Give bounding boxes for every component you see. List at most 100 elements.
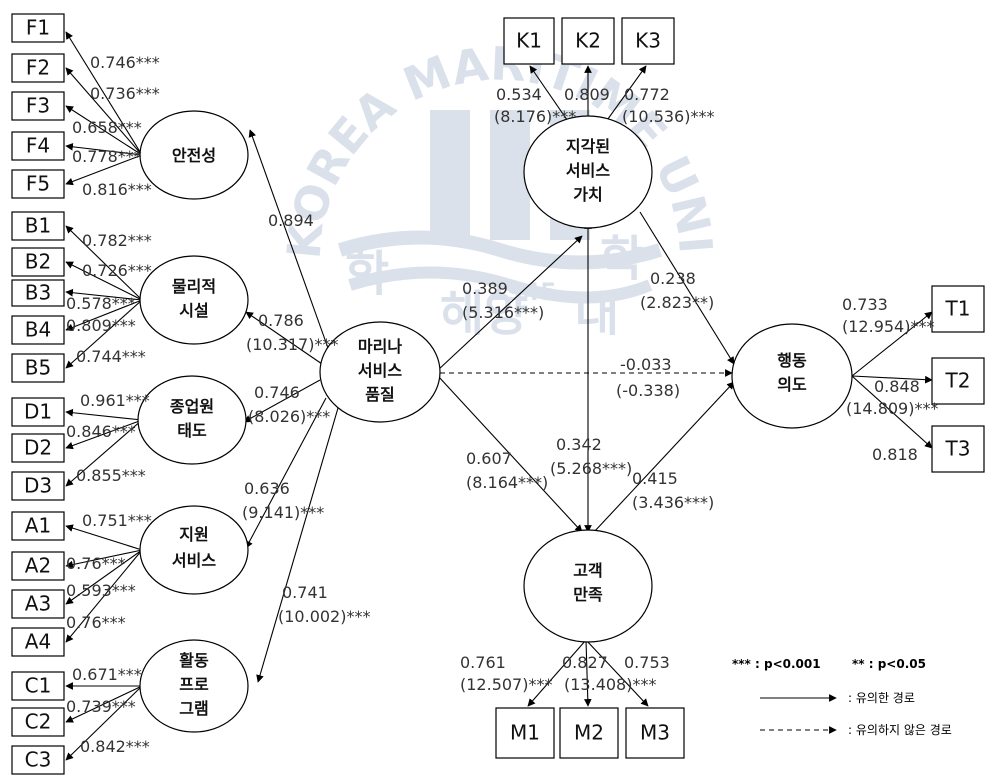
loading-c3: 0.842***	[80, 737, 150, 756]
indicator-f3: F3	[11, 91, 65, 121]
svg-text:마리나: 마리나	[358, 337, 402, 356]
loading-a2: 0.76***	[66, 554, 126, 573]
svg-text:F2: F2	[26, 56, 50, 80]
indicator-c1: C1	[11, 671, 65, 701]
loading-a4: 0.76***	[66, 613, 126, 632]
svg-text:시설: 시설	[179, 301, 208, 320]
path-value-intention-t: (2.823**)	[640, 293, 714, 312]
watermark-hangul-3: 학	[600, 231, 644, 287]
indicator-a3: A3	[11, 589, 65, 619]
construct-activity-program: 활동 프로 그램	[139, 639, 249, 733]
indicator-t1: T1	[931, 285, 985, 333]
svg-text:A2: A2	[25, 554, 51, 578]
loading-d1: 0.961***	[80, 391, 150, 410]
watermark-hangul-4: 해양	[440, 286, 528, 342]
svg-text:지각된: 지각된	[566, 137, 610, 156]
path-satisfaction-t: (8.164***)	[466, 473, 548, 492]
construct-staff-attitude: 종업원 태도	[137, 375, 247, 465]
loading-k3-t: (10.536)***	[622, 107, 714, 126]
svg-text:가치: 가치	[573, 185, 602, 204]
svg-text:물리적: 물리적	[172, 277, 216, 296]
indicator-t2: T2	[931, 357, 985, 405]
construct-physical-facilities: 물리적 시설	[139, 255, 249, 345]
loading-labels: 0.746*** 0.736*** 0.658*** 0.778*** 0.81…	[66, 53, 938, 756]
loading-b3: 0.578***	[66, 294, 136, 313]
svg-text:F3: F3	[26, 94, 50, 118]
svg-text:F5: F5	[26, 172, 50, 196]
loading-k2: 0.809	[564, 85, 610, 104]
path-support-t: (9.141)***	[242, 503, 324, 522]
indicator-c3: C3	[11, 745, 65, 775]
svg-text:만족: 만족	[573, 585, 603, 604]
path-direct-t: (-0.338)	[616, 381, 680, 400]
loading-m1: 0.761	[460, 653, 506, 672]
svg-text:품질: 품질	[365, 385, 394, 404]
indicator-a2: A2	[11, 551, 65, 581]
indicator-f1: F1	[11, 13, 65, 43]
svg-text:서비스: 서비스	[358, 361, 402, 380]
svg-text:A3: A3	[25, 592, 51, 616]
watermark-year: 1945	[490, 278, 557, 306]
svg-text:B2: B2	[25, 250, 51, 274]
watermark-hangul-2: 대	[575, 286, 619, 342]
indicator-k3: K3	[621, 17, 675, 65]
path-support-coef: 0.636	[244, 479, 290, 498]
svg-text:M3: M3	[640, 721, 670, 745]
indicator-f4: F4	[11, 131, 65, 161]
svg-text:C1: C1	[25, 674, 52, 698]
indicator-d1: D1	[11, 397, 65, 427]
indicator-b1: B1	[11, 211, 65, 241]
loading-m1-t: (12.507)***	[460, 675, 552, 694]
legend-significant: : 유의한 경로	[848, 691, 915, 705]
legend-nonsignificant: : 유의하지 않은 경로	[848, 723, 952, 737]
path-value-satisfaction-coef: 0.342	[556, 435, 602, 454]
path-value-coef: 0.389	[462, 279, 508, 298]
construct-customer-satisfaction: 고객 만족	[523, 529, 653, 643]
svg-text:D1: D1	[24, 400, 52, 424]
loading-f3: 0.658***	[72, 118, 142, 137]
svg-text:활동: 활동	[179, 651, 209, 670]
path-activity-t: (10.002)***	[278, 607, 370, 626]
svg-text:D3: D3	[24, 474, 52, 498]
svg-text:C3: C3	[25, 748, 52, 772]
indicator-b2: B2	[11, 247, 65, 277]
loading-b1: 0.782***	[82, 231, 152, 250]
indicator-b4: B4	[11, 315, 65, 345]
svg-text:K3: K3	[635, 29, 661, 53]
svg-text:종업원: 종업원	[170, 397, 214, 416]
legend-p001: *** : p<0.001	[732, 657, 821, 671]
svg-text:K1: K1	[516, 29, 542, 53]
loading-d2: 0.846***	[66, 422, 136, 441]
svg-text:안전성: 안전성	[172, 146, 216, 165]
indicator-d2: D2	[11, 433, 65, 463]
svg-text:프로: 프로	[179, 675, 209, 694]
svg-text:C2: C2	[25, 710, 52, 734]
svg-text:B4: B4	[25, 318, 51, 342]
indicator-a1: A1	[11, 511, 65, 541]
construct-perceived-value: 지각된 서비스 가치	[523, 115, 653, 229]
loading-t1: 0.733	[842, 295, 888, 314]
loading-t1-t: (12.954)***	[842, 317, 934, 336]
indicator-k2: K2	[561, 17, 615, 65]
path-labels: 0.894 0.786 (10.317)*** 0.746 (8.026)***…	[242, 211, 714, 626]
loading-k1: 0.534	[496, 85, 542, 104]
svg-text:F1: F1	[26, 16, 50, 40]
indicator-a4: A4	[11, 627, 65, 657]
path-activity-coef: 0.741	[282, 583, 328, 602]
loading-k3: 0.772	[624, 85, 670, 104]
path-safety-coef: 0.894	[268, 211, 314, 230]
loading-a1: 0.751***	[82, 511, 152, 530]
svg-text:M1: M1	[510, 721, 540, 745]
svg-text:B1: B1	[25, 214, 51, 238]
loading-b5: 0.744***	[76, 347, 146, 366]
construct-safety: 안전성	[139, 110, 249, 200]
loading-m2-t: (13.408)***	[564, 675, 656, 694]
indicator-c2: C2	[11, 707, 65, 737]
path-direct-coef: -0.033	[620, 355, 672, 374]
indicator-m3: M3	[625, 707, 685, 759]
svg-text:고객: 고객	[573, 561, 602, 580]
indicator-m1: M1	[495, 707, 555, 759]
loading-a3: 0.593***	[66, 581, 136, 600]
path-satisfaction-intention-coef: 0.415	[632, 469, 678, 488]
